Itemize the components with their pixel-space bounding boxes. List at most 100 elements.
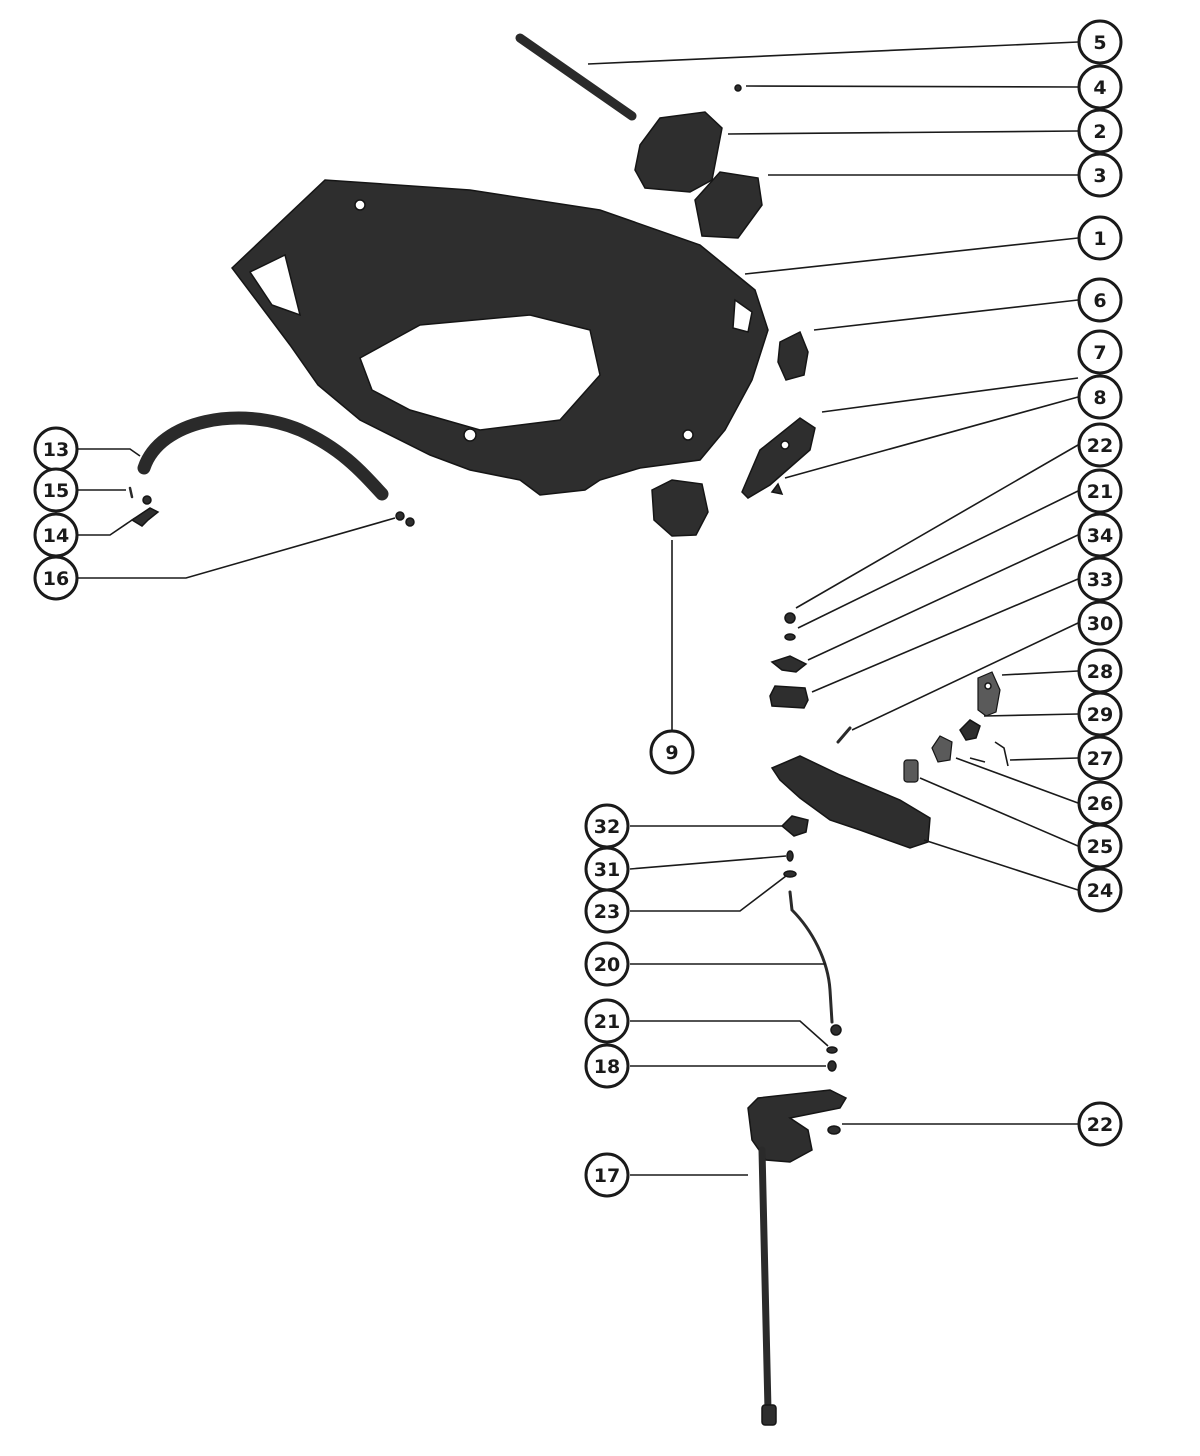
leader-16 [78, 517, 396, 579]
svg-text:6: 6 [1093, 290, 1106, 312]
leader-33 [811, 578, 1079, 693]
svg-text:33: 33 [1087, 569, 1113, 591]
svg-text:20: 20 [594, 954, 620, 976]
leader-21b [630, 1020, 829, 1047]
svg-text:22: 22 [1087, 435, 1113, 457]
leader-27 [1009, 757, 1079, 761]
svg-text:21: 21 [594, 1011, 620, 1033]
callout-22-upper: 22 [1077, 422, 1123, 468]
callout-23: 23 [584, 888, 630, 934]
leader-21a [797, 490, 1079, 629]
leader-1 [744, 237, 1079, 275]
svg-text:23: 23 [594, 901, 620, 923]
callout-29: 29 [1077, 691, 1123, 737]
svg-text:1: 1 [1093, 228, 1106, 250]
svg-text:28: 28 [1087, 661, 1113, 683]
svg-text:27: 27 [1087, 748, 1113, 770]
svg-text:31: 31 [594, 859, 620, 881]
callout-14: 14 [33, 512, 79, 558]
part-27-spring [969, 741, 1009, 767]
callout-25: 25 [1077, 823, 1123, 869]
leader-26 [955, 757, 1079, 804]
callout-18: 18 [584, 1043, 630, 1089]
leader-29 [983, 713, 1079, 717]
leader-14 [78, 517, 136, 536]
leader-5 [587, 41, 1079, 65]
callout-27: 27 [1077, 735, 1123, 781]
callouts: 5 4 2 3 1 6 7 8 22 21 34 33 30 28 29 27 … [33, 19, 1123, 1198]
svg-text:7: 7 [1093, 342, 1106, 364]
part-17-lever [747, 1089, 848, 1426]
part-20-link-rod [788, 890, 834, 1024]
callout-31: 31 [584, 846, 630, 892]
part-33-bracket [769, 685, 809, 709]
part-14-clip [130, 495, 160, 527]
part-22-washer-upper [784, 612, 796, 624]
leader-24 [923, 839, 1079, 891]
part-21-washer-upper [784, 633, 796, 641]
leader-8 [784, 396, 1079, 479]
leader-2 [727, 130, 1079, 135]
svg-text:30: 30 [1087, 613, 1113, 635]
svg-text:22: 22 [1087, 1114, 1113, 1136]
svg-text:17: 17 [594, 1165, 620, 1187]
callout-24: 24 [1077, 867, 1123, 913]
callout-20: 20 [584, 941, 630, 987]
callout-5: 5 [1077, 19, 1123, 65]
part-24-handle [770, 755, 931, 849]
callout-15: 15 [33, 467, 79, 513]
part-23-washer [783, 870, 797, 878]
callout-33: 33 [1077, 556, 1123, 602]
part-6-pad [777, 330, 809, 381]
part-1-housing [230, 179, 769, 496]
part-31-washer [786, 850, 794, 862]
callout-22-lower: 22 [1077, 1101, 1123, 1147]
part-13-hose [137, 411, 389, 501]
leader-13 [78, 448, 141, 457]
callout-28: 28 [1077, 648, 1123, 694]
leader-7 [821, 377, 1079, 413]
svg-text:15: 15 [43, 480, 69, 502]
leader-22a [795, 444, 1079, 609]
callout-2: 2 [1077, 108, 1123, 154]
callout-32: 32 [584, 803, 630, 849]
part-7-plate [741, 417, 816, 499]
svg-text:5: 5 [1093, 32, 1106, 54]
svg-text:25: 25 [1087, 836, 1113, 858]
svg-text:3: 3 [1093, 165, 1106, 187]
svg-text:24: 24 [1087, 880, 1113, 902]
svg-text:21: 21 [1087, 481, 1113, 503]
part-20-end [830, 1024, 842, 1036]
part-29-clip [959, 719, 981, 741]
svg-text:13: 13 [43, 439, 69, 461]
leader-4 [745, 85, 1079, 88]
part-28-hole [984, 682, 992, 690]
leader-30 [851, 622, 1079, 731]
callout-9: 9 [649, 729, 695, 775]
parts [128, 33, 1009, 1426]
part-30-pin [836, 726, 852, 744]
callout-21-lower: 21 [584, 998, 630, 1044]
callout-16: 16 [33, 555, 79, 601]
callout-4: 4 [1077, 64, 1123, 110]
part-4-screw [734, 84, 742, 92]
callout-3: 3 [1077, 152, 1123, 198]
part-18-washer [827, 1060, 837, 1072]
svg-text:29: 29 [1087, 704, 1113, 726]
svg-text:16: 16 [43, 568, 69, 590]
callout-17: 17 [584, 1152, 630, 1198]
svg-text:4: 4 [1093, 77, 1106, 99]
callout-21-upper: 21 [1077, 468, 1123, 514]
part-7-hole [780, 440, 790, 450]
callout-26: 26 [1077, 780, 1123, 826]
svg-text:26: 26 [1087, 793, 1113, 815]
callout-34: 34 [1077, 512, 1123, 558]
part-21-washer-lower [826, 1046, 838, 1054]
callout-8: 8 [1077, 374, 1123, 420]
part-8-screw [770, 482, 784, 496]
callout-1: 1 [1077, 215, 1123, 261]
svg-text:32: 32 [594, 816, 620, 838]
svg-text:14: 14 [43, 525, 69, 547]
part-26-plate [931, 735, 953, 763]
